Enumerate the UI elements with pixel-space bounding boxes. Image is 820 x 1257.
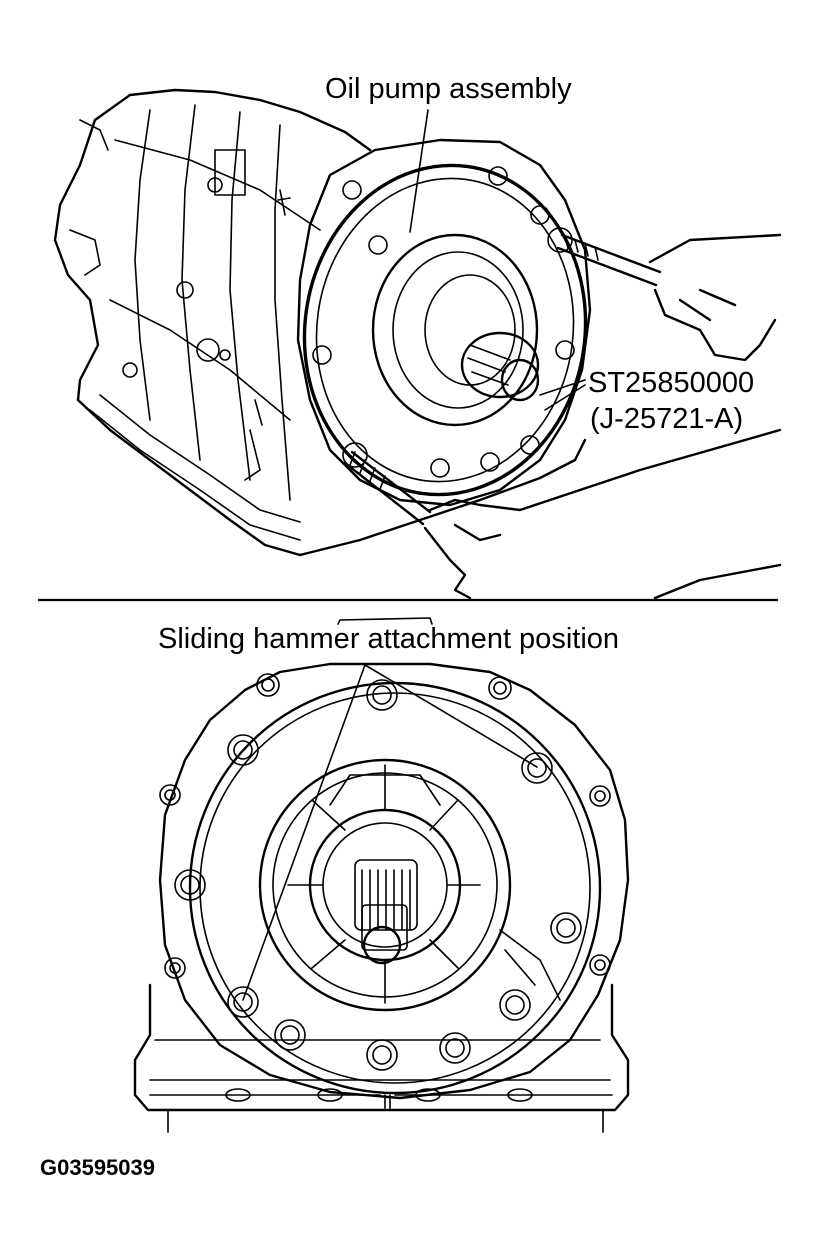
sliding-hammer-label: Sliding hammer attachment position (158, 623, 620, 655)
transmission-case-drawing (53, 88, 587, 557)
sliding-hammer-tools (343, 233, 782, 600)
pump-front-view (133, 617, 630, 1133)
leader-lines-bottom (242, 664, 538, 1001)
oil-pump-assembly-drawing (296, 138, 592, 507)
tool-number-alt-label: (J-25721-A) (590, 403, 744, 435)
leader-lines-top (409, 109, 586, 411)
figure-code: G03595039 (40, 1155, 155, 1180)
oil-pump-label: Oil pump assembly (325, 73, 572, 105)
tool-number-label: ST25850000 (588, 367, 755, 399)
